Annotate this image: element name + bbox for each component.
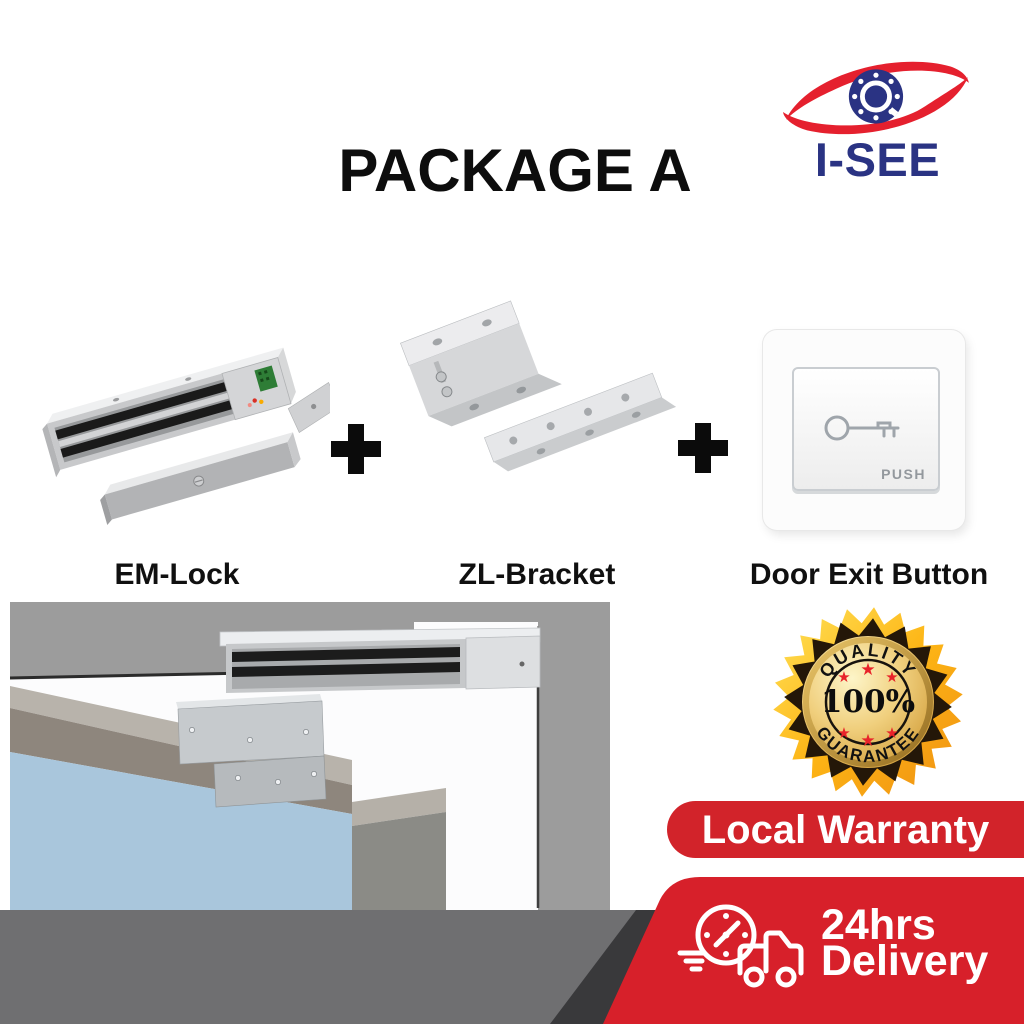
- em-lock-product-photo: [42, 347, 330, 525]
- product-label-zl-bracket: ZL-Bracket: [458, 558, 616, 591]
- page-title: PACKAGE A: [338, 137, 692, 204]
- star-icon: ★: [860, 660, 875, 679]
- delivery-truck-clock-icon: [677, 904, 804, 988]
- installation-diagram: [10, 602, 610, 910]
- star-icon: ★: [885, 669, 898, 686]
- star-icon: ★: [885, 725, 898, 742]
- plus-icon: [331, 424, 381, 474]
- star-icon: ★: [860, 731, 875, 750]
- quality-guarantee-badge: QUALITY GUARANTEE ★ ★ ★ ★ ★ ★ 100%: [773, 607, 963, 797]
- product-label-em-lock: EM-Lock: [114, 558, 240, 591]
- star-icon: ★: [837, 669, 850, 686]
- em-lock-installed: [219, 627, 541, 693]
- clock-icon: [695, 904, 757, 966]
- key-icon: [824, 415, 900, 441]
- eye-swoosh-icon: [783, 61, 969, 135]
- push-label: PUSH: [881, 466, 926, 482]
- zl-bracket-installed: [176, 694, 327, 808]
- delivery-line1: 24hrs: [821, 901, 936, 949]
- zl-bracket-product-photo: [400, 300, 677, 472]
- plus-icon: [678, 423, 728, 473]
- product-label-door-exit-button: Door Exit Button: [749, 558, 989, 591]
- warranty-text: Local Warranty: [701, 807, 990, 852]
- badge-value: 100%: [821, 684, 915, 720]
- door-exit-button-photo: PUSH: [763, 330, 965, 530]
- push-button: PUSH: [792, 367, 940, 491]
- brand-logo: I-SEE: [775, 50, 980, 200]
- badge-stars: ★ ★ ★ ★ ★ ★: [837, 660, 898, 750]
- truck-icon: [737, 930, 804, 976]
- delivery-line2: Delivery: [821, 937, 989, 985]
- local-warranty-banner: Local Warranty: [667, 801, 1024, 858]
- brand-name: I-SEE: [814, 133, 941, 186]
- star-icon: ★: [837, 725, 850, 742]
